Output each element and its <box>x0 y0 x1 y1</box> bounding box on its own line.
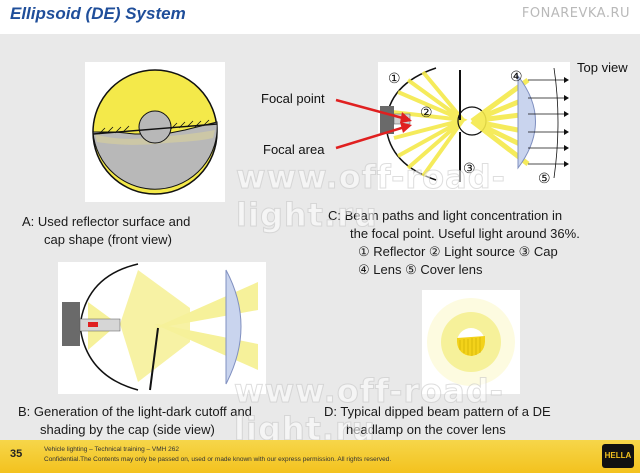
caption-c-line1: C: Beam paths and light concentration in <box>328 208 563 223</box>
caption-c-line4: ④ Lens ⑤ Cover lens <box>358 262 483 277</box>
callout-2: ② <box>420 104 433 120</box>
caption-c-line2: the focal point. Useful light around 36%… <box>350 226 580 241</box>
caption-d-line1: D: Typical dipped beam pattern of a DE <box>324 404 551 419</box>
diagram-a-front-view <box>85 62 225 202</box>
page-number: 35 <box>10 448 23 460</box>
callout-4: ④ <box>510 68 523 84</box>
header-band <box>0 0 640 34</box>
top-view-label: Top view <box>577 60 628 75</box>
footer-course-text: Vehicle lighting – Technical training – … <box>44 446 180 453</box>
caption-c-line3: ① Reflector ② Light source ③ Cap <box>358 244 558 259</box>
focal-area-label: Focal area <box>263 142 325 157</box>
footer-bar: 35 Vehicle lighting – Technical training… <box>0 440 640 473</box>
callout-1: ① <box>388 70 401 86</box>
diagram-b-side-view <box>58 262 266 394</box>
hella-logo: HELLA <box>602 444 634 468</box>
callout-5: ⑤ <box>538 170 551 186</box>
focal-point-label: Focal point <box>261 91 325 106</box>
diagram-d-beam-pattern <box>422 290 520 394</box>
callout-3: ③ <box>463 160 476 176</box>
caption-d-line2: headlamp on the cover lens <box>346 422 506 437</box>
caption-b-line1: B: Generation of the light-dark cutoff a… <box>18 404 252 419</box>
caption-b-line2: shading by the cap (side view) <box>40 422 215 437</box>
focal-arrows <box>335 98 412 150</box>
caption-a-line1: A: Used reflector surface and <box>22 214 191 229</box>
slide-title: Ellipsoid (DE) System <box>10 4 186 23</box>
watermark-top: FONAREVKA.RU <box>521 6 630 21</box>
footer-confidential-text: Confidential.The Contents may only be pa… <box>44 456 392 463</box>
caption-a-line2: cap shape (front view) <box>44 232 172 247</box>
